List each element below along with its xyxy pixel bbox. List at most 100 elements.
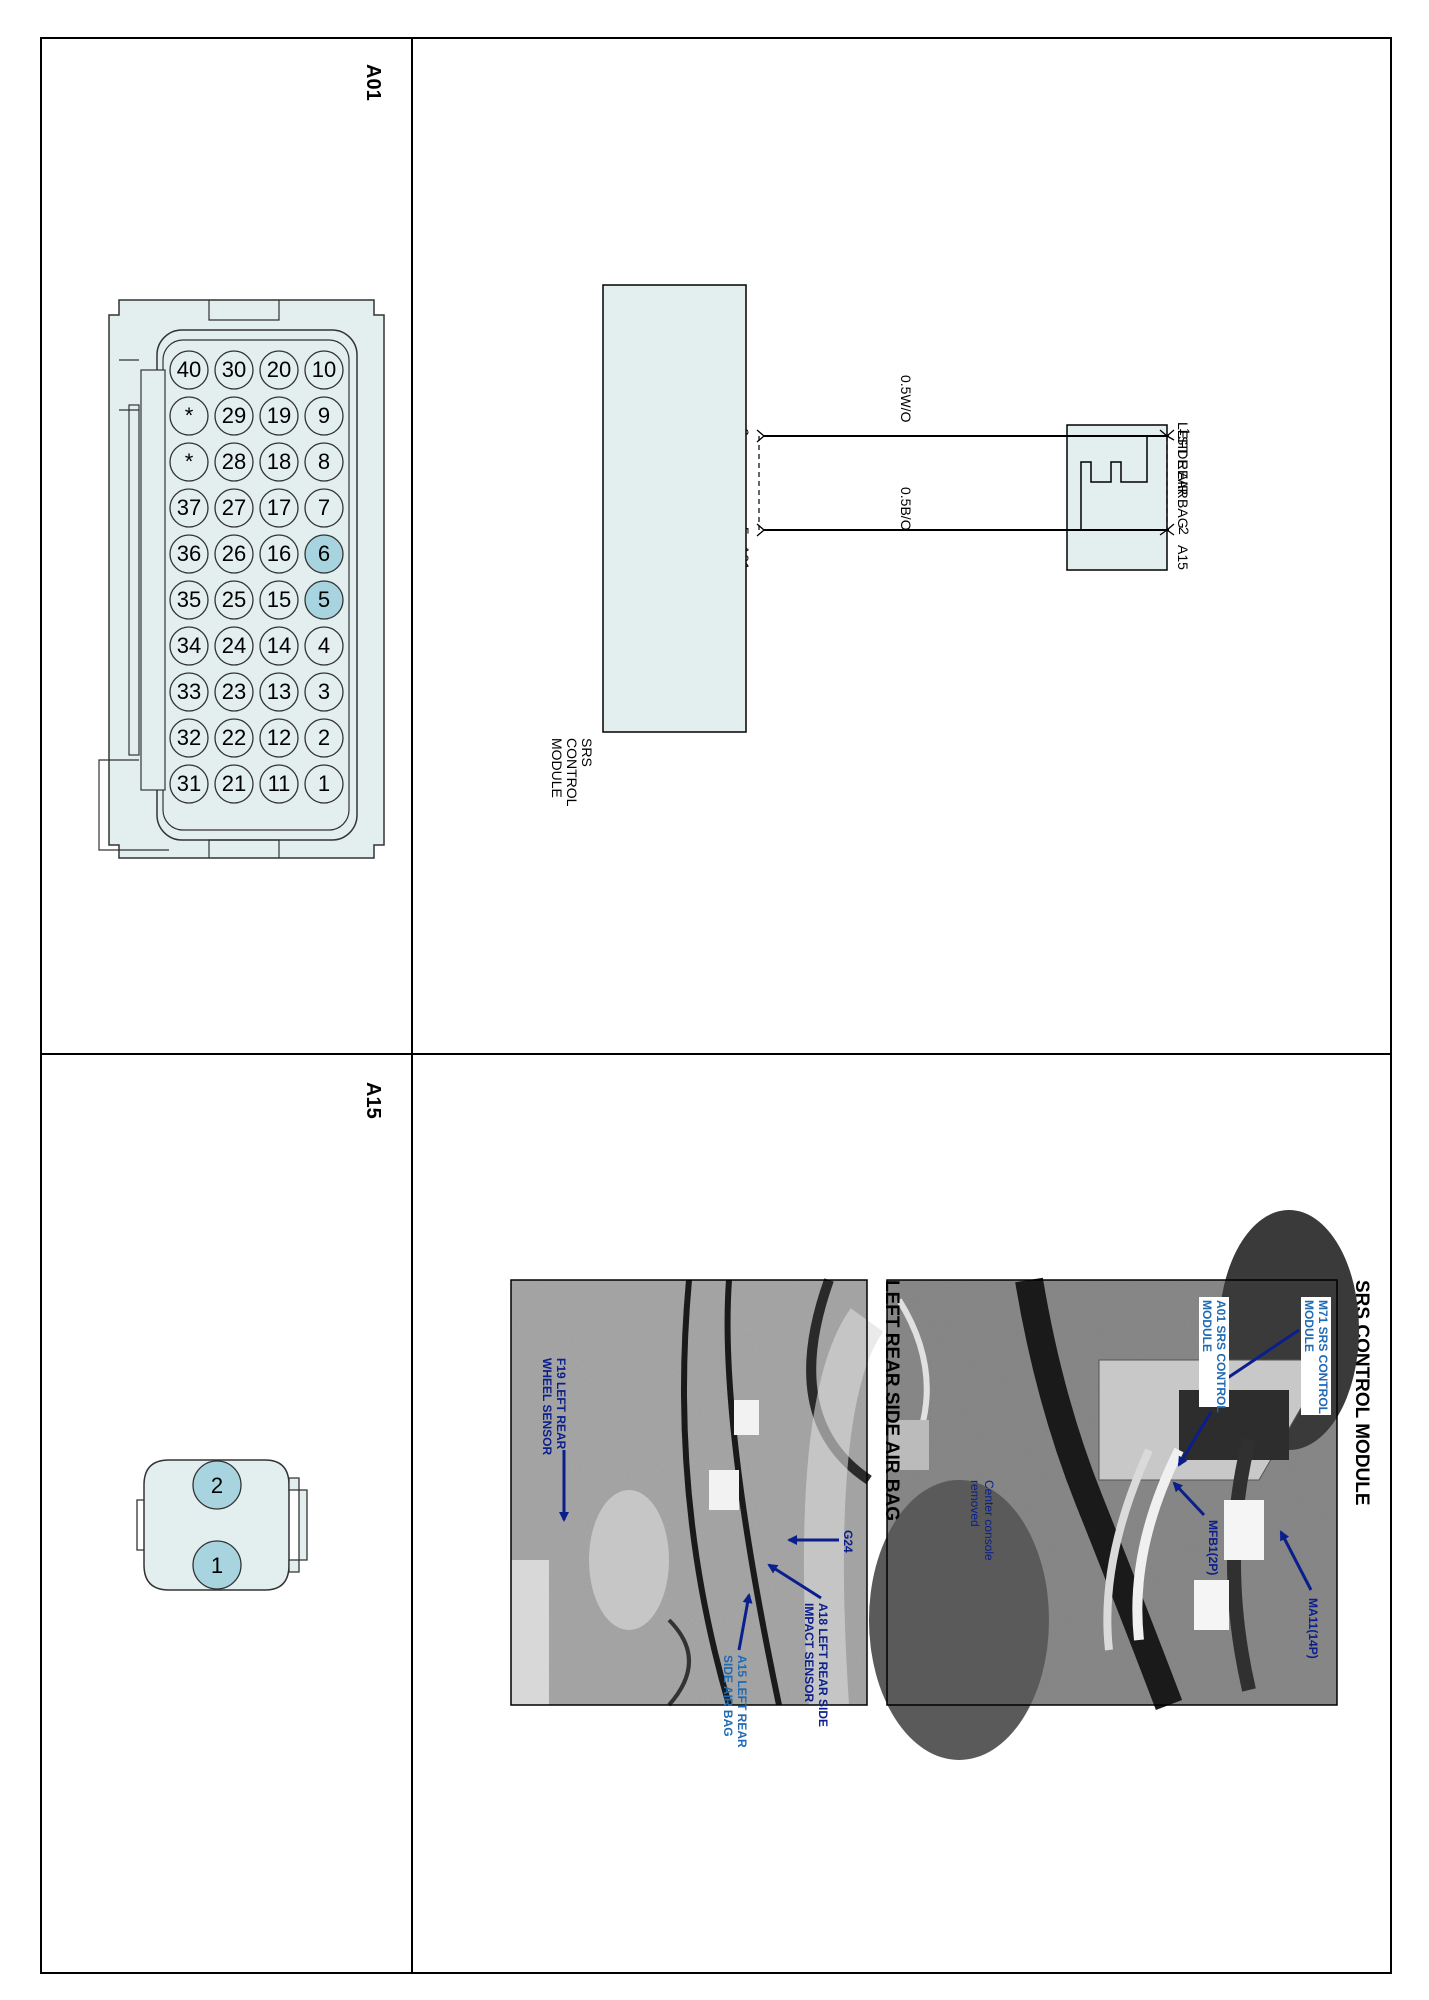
a01-pin-label: 6 [318, 541, 330, 566]
a01-pin-label: 16 [267, 541, 291, 566]
module-label-line2: CONTROL [564, 738, 580, 807]
a15-panel-title: A15 [362, 1082, 384, 1119]
callout-a01-line1: A01 SRS CONTROL [1214, 1300, 1228, 1413]
a01-pin-cavity [169, 718, 209, 758]
a15-pin-2 [192, 1460, 242, 1510]
a01-pin-cavity [169, 396, 209, 436]
srs-module-box [602, 284, 747, 733]
a01-pin-label: 5 [318, 587, 330, 612]
callout-ma11: MA11(14P) [1306, 1598, 1320, 1659]
a01-pin-label: 22 [222, 725, 246, 750]
a01-pin-cavity [214, 718, 254, 758]
a01-pin-label: 19 [267, 403, 291, 428]
a01-panel-title: A01 [362, 64, 384, 101]
a01-pin-cavity [259, 442, 299, 482]
a01-pin-cavity [259, 350, 299, 390]
a01-pin-cavity [304, 672, 344, 712]
photo-srs-control-module: SRS CONTROL MODULE M71 SRS CONTR [869, 1210, 1372, 1760]
a01-pin-label: 11 [268, 771, 291, 796]
callout-a18-line2: IMPACT SENSOR [802, 1603, 816, 1702]
a01-pin-label: 30 [222, 357, 246, 382]
a01-pin-label: 23 [222, 679, 246, 704]
a01-pin-label: 29 [222, 403, 246, 428]
a01-pin-label: 26 [222, 541, 246, 566]
a01-pin-label: 9 [318, 403, 330, 428]
a01-pin-label: * [185, 449, 194, 474]
a01-pin-cavity [304, 488, 344, 528]
a01-connector: 1098765432120191817161514131211302928272… [98, 299, 385, 859]
a01-pin-cavity [304, 580, 344, 620]
airbag-label-line1: LEFT REAR [1175, 422, 1191, 499]
a01-pin-label: 20 [267, 357, 291, 382]
a01-pin-cavity [259, 626, 299, 666]
callout-a01-line2: MODULE [1200, 1300, 1214, 1352]
a01-pin-cavity [169, 534, 209, 574]
callout-m71-line1: M71 SRS CONTROL [1316, 1300, 1330, 1414]
a15-pin-1 [192, 1540, 242, 1590]
a01-pin-cavity [214, 534, 254, 574]
a01-pin-cavity [304, 764, 344, 804]
callout-a15-line2: SIDE AIR BAG [721, 1655, 735, 1737]
photo-airbag-title: LEFT REAR SIDE AIR BAG [881, 1280, 902, 1521]
callout-g24: G24 [841, 1530, 855, 1553]
a01-pin-label: 18 [267, 449, 291, 474]
a01-pin-cavity [304, 396, 344, 436]
airbag-pin-2: 2 [1176, 527, 1192, 535]
airbag-connector-id: A15 [1175, 545, 1191, 570]
a01-pin-cavity [214, 350, 254, 390]
a15-connector: 2 1 [136, 1459, 308, 1591]
a01-pin-label: 7 [318, 495, 330, 520]
a01-pin-cavity [169, 672, 209, 712]
a15-pin-2-label: 2 [211, 1473, 223, 1498]
a01-pin-label: 21 [222, 771, 246, 796]
module-label-line3: MODULE [549, 738, 565, 798]
a01-pin-label: 14 [267, 633, 291, 658]
wiring-schematic: LEFT REAR SIDE AIR BAG 1 2 A15 0.5W/O 0.… [549, 284, 1193, 807]
a01-pin-cavity [214, 626, 254, 666]
callout-f19-line2: WHEEL SENSOR [540, 1358, 554, 1455]
airbag-pin-1: 1 [1177, 428, 1193, 436]
callout-f19-line1: F19 LEFT REAR [554, 1358, 568, 1450]
photo-left-rear-side-air-bag: LEFT REAR SIDE AIR BAG A18 LEFT REAR SID… [510, 1278, 902, 1748]
a01-pin-label: 8 [318, 449, 330, 474]
airbag-label-line2: SIDE AIR BAG [1175, 436, 1191, 529]
a01-pin-cavity [169, 580, 209, 620]
a01-pin-label: 10 [312, 357, 336, 382]
module-label-line1: SRS [579, 738, 595, 767]
a01-pin-label: 2 [318, 725, 330, 750]
a01-pin-cavity [169, 442, 209, 482]
a01-pin-label: 17 [267, 495, 291, 520]
a01-pin-cavity [304, 534, 344, 574]
a01-pin-label: 4 [318, 633, 330, 658]
a01-pin-cavity [304, 718, 344, 758]
a01-pin-label: 1 [318, 771, 330, 796]
a01-pin-cavity [259, 534, 299, 574]
wire-top-label: 0.5W/O [898, 375, 914, 423]
a01-pin-label: 27 [222, 495, 246, 520]
a01-pin-label: 3 [318, 679, 330, 704]
wire-bottom-label: 0.5B/O [898, 487, 914, 531]
a01-pin-label: 34 [177, 633, 201, 658]
callout-console-line2: removed [968, 1480, 982, 1527]
a01-pin-cavity [304, 626, 344, 666]
a15-pin-1-label: 1 [211, 1553, 223, 1578]
a01-pin-cavity [304, 442, 344, 482]
a01-pin-label: 13 [267, 679, 291, 704]
a01-pin-label: 31 [177, 771, 201, 796]
a01-pin-label: 37 [177, 495, 201, 520]
a01-pin-cavity [214, 764, 254, 804]
a01-pin-cavity [169, 626, 209, 666]
a01-pin-label: 40 [177, 357, 201, 382]
callout-a15-line1: A15 LEFT REAR [735, 1655, 749, 1748]
a01-pin-label: 33 [177, 679, 201, 704]
a01-pin-label: 15 [267, 587, 291, 612]
callout-mfb1: MFB1(2P) [1206, 1520, 1220, 1575]
a01-pin-label: 35 [177, 587, 201, 612]
a01-pin-cavity [259, 672, 299, 712]
callout-console-line1: Center console [982, 1480, 996, 1561]
a01-pin-cavity [259, 718, 299, 758]
a01-pin-label: 12 [267, 725, 291, 750]
callout-a18-line1: A18 LEFT REAR SIDE [816, 1603, 830, 1727]
a01-pin-cavity [169, 488, 209, 528]
